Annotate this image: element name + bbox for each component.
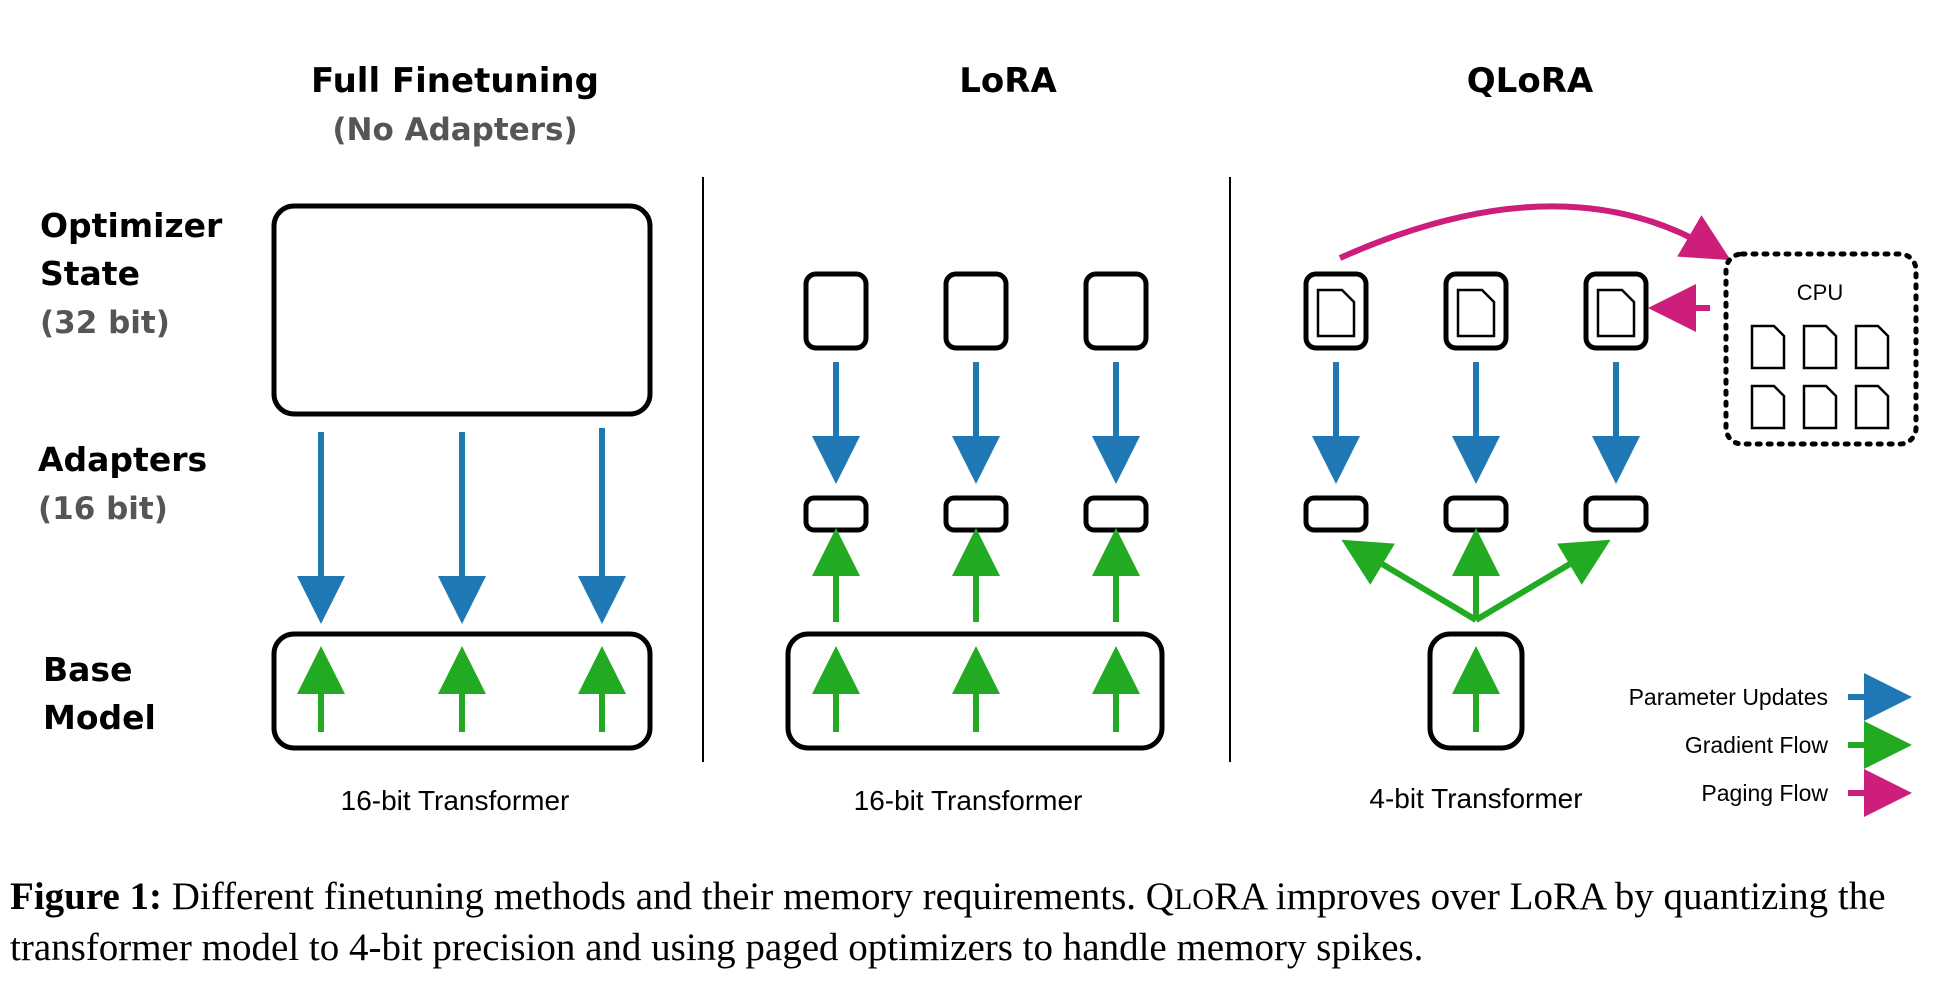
page-icon	[1802, 384, 1838, 430]
legend: Parameter Updates Gradient Flow Paging F…	[1629, 673, 1912, 817]
green-arrow	[1341, 539, 1478, 623]
caption-text-1: Different finetuning methods and their m…	[162, 875, 1174, 918]
base-model-box	[1427, 631, 1525, 751]
optimizer-state-box	[1083, 271, 1149, 351]
optimizer-state-box	[943, 271, 1009, 351]
row-label-adapters: Adapters	[38, 440, 207, 479]
caption-text-2: L	[1173, 883, 1193, 916]
page-icon	[1456, 288, 1496, 338]
adapter-box	[1083, 495, 1149, 533]
page-icon	[1316, 288, 1356, 338]
legend-label-parameter-updates: Parameter Updates	[1629, 684, 1828, 710]
adapter-box	[1303, 495, 1369, 533]
adapter-box	[943, 495, 1009, 533]
row-label-adapters-bits: (16 bit)	[38, 491, 168, 527]
parameter-update-arrows	[297, 428, 626, 624]
column-subtitle-no-adapters: (No Adapters)	[332, 112, 577, 148]
row-label-model: Model	[43, 698, 156, 737]
footer-4bit-transformer: 4-bit Transformer	[1369, 783, 1582, 814]
page-icon	[1750, 324, 1786, 370]
base-model-box	[271, 631, 653, 751]
page-icon	[1596, 288, 1636, 338]
paging-arrow	[1338, 203, 1731, 261]
row-label-base: Base	[43, 650, 132, 689]
optimizer-state-box	[803, 271, 869, 351]
column-title-full-finetuning: Full Finetuning	[311, 61, 599, 101]
page-icon	[1854, 324, 1890, 370]
adapter-box	[1583, 495, 1649, 533]
page-icon	[1854, 384, 1890, 430]
paged-optimizer-box	[1443, 271, 1509, 351]
figure-caption: Figure 1: Different finetuning methods a…	[10, 873, 1940, 972]
row-label-optimizer-bits: (32 bit)	[40, 305, 170, 341]
legend-label-gradient-flow: Gradient Flow	[1685, 732, 1829, 758]
optimizer-state-box	[271, 203, 653, 417]
qlora-figure: Full Finetuning (No Adapters) LoRA QLoRA…	[38, 61, 1919, 817]
paged-optimizer-box	[1583, 271, 1649, 351]
row-label-state: State	[40, 254, 140, 293]
column-title-lora: LoRA	[959, 61, 1057, 101]
caption-text-4: RA improves over LoRA by quantizing the …	[10, 875, 1886, 969]
page-icon	[1802, 324, 1838, 370]
gradient-flow-arrows	[297, 646, 626, 732]
adapter-box	[1443, 495, 1509, 533]
base-model-box	[785, 631, 1165, 751]
cpu-label: CPU	[1797, 280, 1843, 305]
caption-label: Figure 1:	[10, 875, 163, 918]
row-label-optimizer: Optimizer	[40, 206, 223, 245]
footer-16bit-transformer: 16-bit Transformer	[341, 785, 570, 816]
legend-label-paging-flow: Paging Flow	[1701, 780, 1828, 806]
paged-optimizer-box	[1303, 271, 1369, 351]
caption-text-3: O	[1192, 883, 1214, 916]
page-icon	[1750, 384, 1786, 430]
green-arrow	[1474, 539, 1611, 623]
column-title-qlora: QLoRA	[1467, 61, 1594, 101]
adapter-box	[803, 495, 869, 533]
footer-16bit-transformer: 16-bit Transformer	[854, 785, 1083, 816]
cpu-memory-box: CPU	[1723, 251, 1919, 447]
